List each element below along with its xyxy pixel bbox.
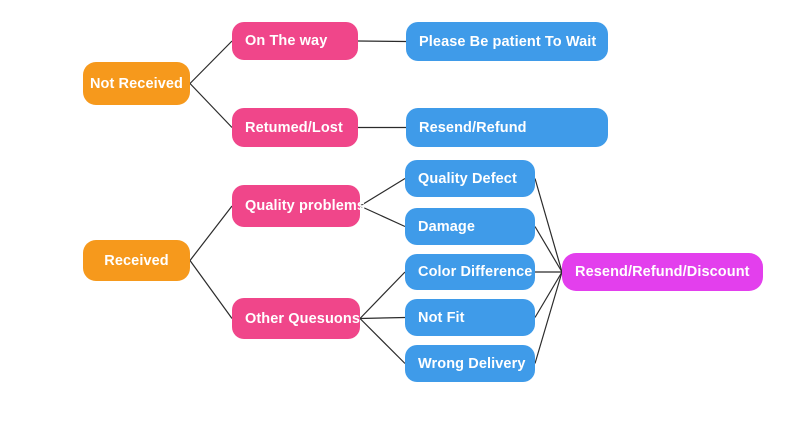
node-not-received: Not Received [83, 62, 190, 105]
edge-not-received-to-returned-lost [189, 83, 233, 128]
node-label: Resend/Refund [419, 119, 527, 136]
edge-other-quesuons-to-not-fit [359, 316, 406, 320]
edge-quality-problems-to-quality-defect [359, 177, 406, 207]
node-label: Wrong Delivery [418, 355, 526, 372]
node-returned-lost: Retumed/Lost [232, 108, 358, 147]
node-quality-problems: Quality problems [232, 185, 365, 227]
node-quality-defect: Quality Defect [405, 160, 535, 197]
node-label: Color Difference [418, 264, 533, 280]
node-on-the-way: On The way [232, 22, 358, 60]
edge-other-quesuons-to-color-difference [359, 271, 406, 319]
node-label: Other Quesuons [245, 310, 360, 327]
edge-on-the-way-to-please-wait [357, 40, 407, 43]
node-not-fit: Not Fit [405, 299, 535, 336]
node-label: Not Fit [418, 309, 465, 326]
node-received: Received [83, 240, 190, 281]
node-label: Not Received [89, 75, 184, 92]
node-color-difference: Color Difference [405, 254, 535, 290]
node-resend-refund-discount: Resend/Refund/Discount [562, 253, 763, 291]
node-wrong-delivery: Wrong Delivery [405, 345, 535, 382]
node-please-wait: Please Be patient To Wait [406, 22, 608, 61]
node-label: Damage [418, 218, 476, 235]
node-label: Please Be patient To Wait [419, 33, 597, 50]
edge-other-quesuons-to-wrong-delivery [359, 318, 406, 364]
edge-not-received-to-on-the-way [189, 40, 233, 84]
edge-not-fit-to-resend-refund-discount [534, 271, 563, 318]
node-label: On The way [245, 33, 328, 49]
edge-wrong-delivery-to-resend-refund-discount [534, 271, 563, 364]
edge-quality-defect-to-resend-refund-discount [534, 178, 563, 273]
node-damage: Damage [405, 208, 535, 245]
node-label: Resend/Refund/Discount [575, 264, 750, 280]
edge-received-to-quality-problems [189, 205, 233, 261]
node-resend-refund: Resend/Refund [406, 108, 608, 147]
edge-damage-to-resend-refund-discount [534, 226, 563, 273]
edge-quality-problems-to-damage [359, 205, 406, 228]
node-label: Quality problems [245, 198, 366, 214]
edge-received-to-other-quesuons [189, 260, 233, 319]
node-label: Quality Defect [418, 170, 517, 187]
node-label: Retumed/Lost [245, 119, 343, 136]
node-label: Received [104, 252, 169, 269]
node-other-quesuons: Other Quesuons [232, 298, 360, 339]
